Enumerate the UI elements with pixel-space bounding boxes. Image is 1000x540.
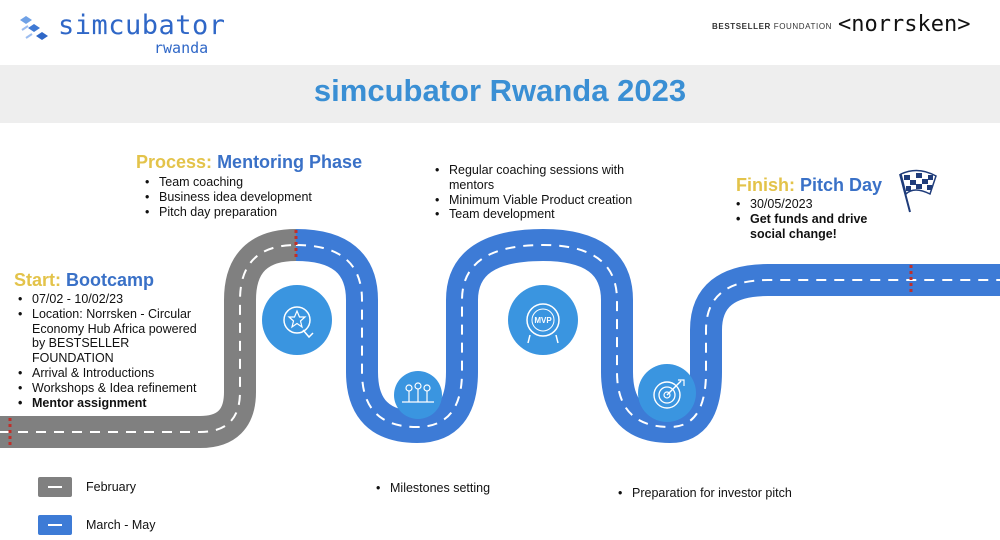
legend-label-february: February (86, 480, 137, 494)
list-item: Milestones setting (374, 481, 574, 496)
page-title: simcubator Rwanda 2023 (313, 73, 687, 108)
finish-label: Finish: (736, 175, 795, 195)
road-february-center-line (0, 244, 297, 433)
process-list: Team coachingBusiness idea developmentPi… (143, 175, 363, 219)
list-item: Minimum Viable Product creation (433, 193, 663, 208)
start-list: 07/02 - 10/02/23Location: Norrsken - Cir… (16, 292, 206, 410)
finish-list: 30/05/2023Get funds and drive social cha… (734, 197, 904, 241)
list-item: Arrival & Introductions (16, 366, 206, 381)
finish-heading: Finish: Pitch Day (736, 175, 882, 196)
norrsken-logo: <norrsken> (838, 12, 971, 37)
list-item: Preparation for investor pitch (616, 486, 876, 501)
finish-name: Pitch Day (800, 175, 883, 195)
road-march-may-center-line (295, 243, 1000, 429)
list-item: Pitch day preparation (143, 205, 363, 220)
logo-title: simcubator (58, 10, 226, 41)
list-item: Workshops & Idea refinement (16, 381, 206, 396)
investor-list: Preparation for investor pitch (616, 486, 876, 501)
bestseller-bold: BESTSELLER (712, 22, 771, 31)
start-name: Bootcamp (66, 270, 155, 290)
target-icon (638, 364, 696, 422)
mvp-badge-text: MVP (534, 316, 552, 325)
list-item: Regular coaching sessions with mentors (433, 163, 663, 193)
process-heading: Process: Mentoring Phase (136, 152, 362, 173)
list-item: 07/02 - 10/02/23 (16, 292, 206, 307)
list-item: 30/05/2023 (734, 197, 904, 212)
mvp-badge-icon: MVP (508, 285, 578, 355)
bestseller-foundation-logo: BESTSELLER FOUNDATION (712, 22, 832, 31)
process-name: Mentoring Phase (217, 152, 363, 172)
list-item: Location: Norrsken - Circular Economy Hu… (16, 307, 206, 366)
legend-swatch-february (38, 477, 72, 497)
list-item: Team coaching (143, 175, 363, 190)
milestones-icon (394, 371, 442, 419)
start-heading: Start: Bootcamp (14, 270, 154, 291)
legend-swatch-march-may (38, 515, 72, 535)
simcubator-logo-icon (20, 16, 48, 40)
foundation-text: FOUNDATION (770, 22, 833, 31)
start-label: Start: (14, 270, 62, 290)
checkered-flag-icon (899, 169, 937, 213)
list-item: Team development (433, 207, 663, 222)
star-hand-icon (262, 285, 332, 355)
logo-subtitle: rwanda (154, 39, 209, 57)
title-banner (0, 65, 1000, 123)
list-item: Business idea development (143, 190, 363, 205)
process-label: Process: (136, 152, 213, 172)
legend-label-march-may: March - May (86, 518, 156, 532)
mid-phase-list: Regular coaching sessions with mentorsMi… (433, 163, 663, 222)
milestones-list: Milestones setting (374, 481, 574, 496)
list-item: Mentor assignment (16, 396, 206, 411)
list-item: Get funds and drive social change! (734, 212, 904, 242)
